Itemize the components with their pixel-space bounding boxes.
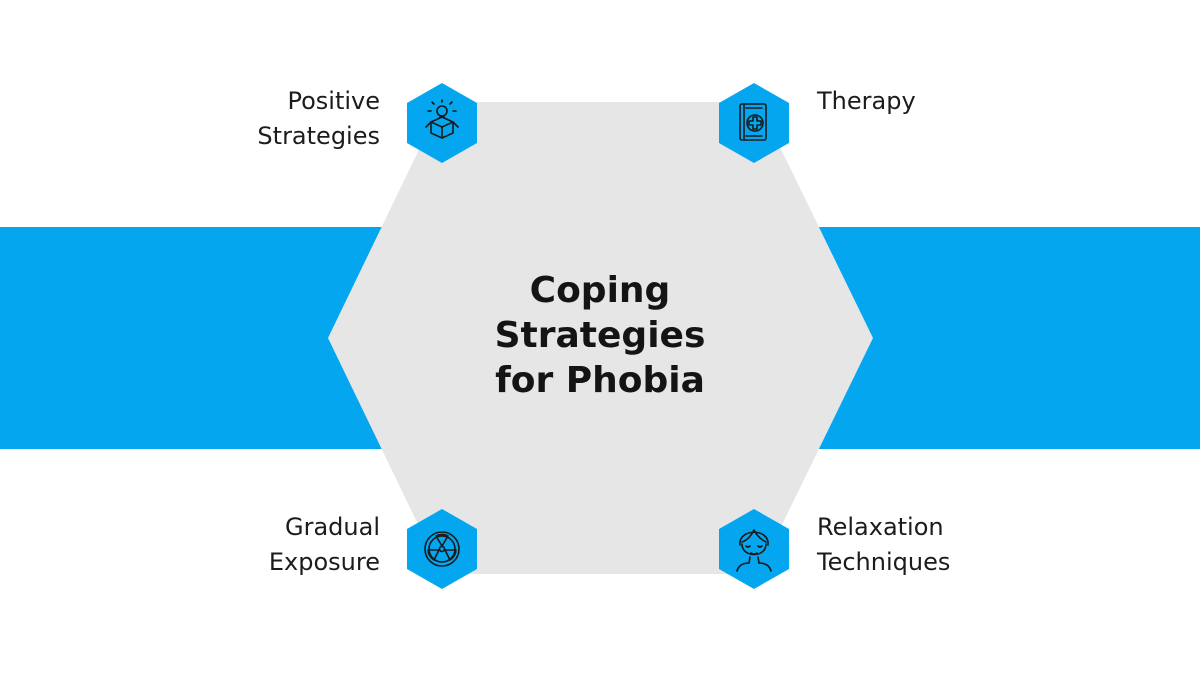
- center-title-line: Coping: [529, 270, 671, 311]
- relaxed-face-icon: [736, 529, 772, 572]
- node-positive-strategies: [407, 83, 477, 163]
- medical-book-icon: [739, 103, 767, 141]
- center-hexagon: [328, 102, 873, 574]
- center-title: Coping Strategies for Phobia: [450, 268, 750, 403]
- hexagon-badge: [719, 509, 789, 589]
- node-therapy: [719, 83, 789, 163]
- label-line: Relaxation: [817, 513, 944, 541]
- label-positive-strategies: Positive Strategies: [200, 84, 380, 154]
- label-line: Positive: [287, 87, 380, 115]
- label-line: Therapy: [817, 87, 916, 115]
- hexagon-badge: [407, 83, 477, 163]
- center-title-line: Strategies: [494, 315, 706, 356]
- radiation-icon: [424, 531, 460, 567]
- node-gradual-exposure: [407, 509, 477, 589]
- label-therapy: Therapy: [817, 84, 1067, 119]
- label-gradual-exposure: Gradual Exposure: [200, 510, 380, 580]
- hexagon-badge: [719, 83, 789, 163]
- label-relaxation-techniques: Relaxation Techniques: [817, 510, 1067, 580]
- label-line: Strategies: [257, 122, 380, 150]
- label-line: Techniques: [817, 548, 951, 576]
- node-relaxation-techniques: [719, 509, 789, 589]
- center-title-line: for Phobia: [495, 360, 705, 401]
- label-line: Exposure: [268, 548, 380, 576]
- lightbulb-box-icon: [425, 99, 459, 139]
- label-line: Gradual: [285, 513, 380, 541]
- hexagon-badge: [407, 509, 477, 589]
